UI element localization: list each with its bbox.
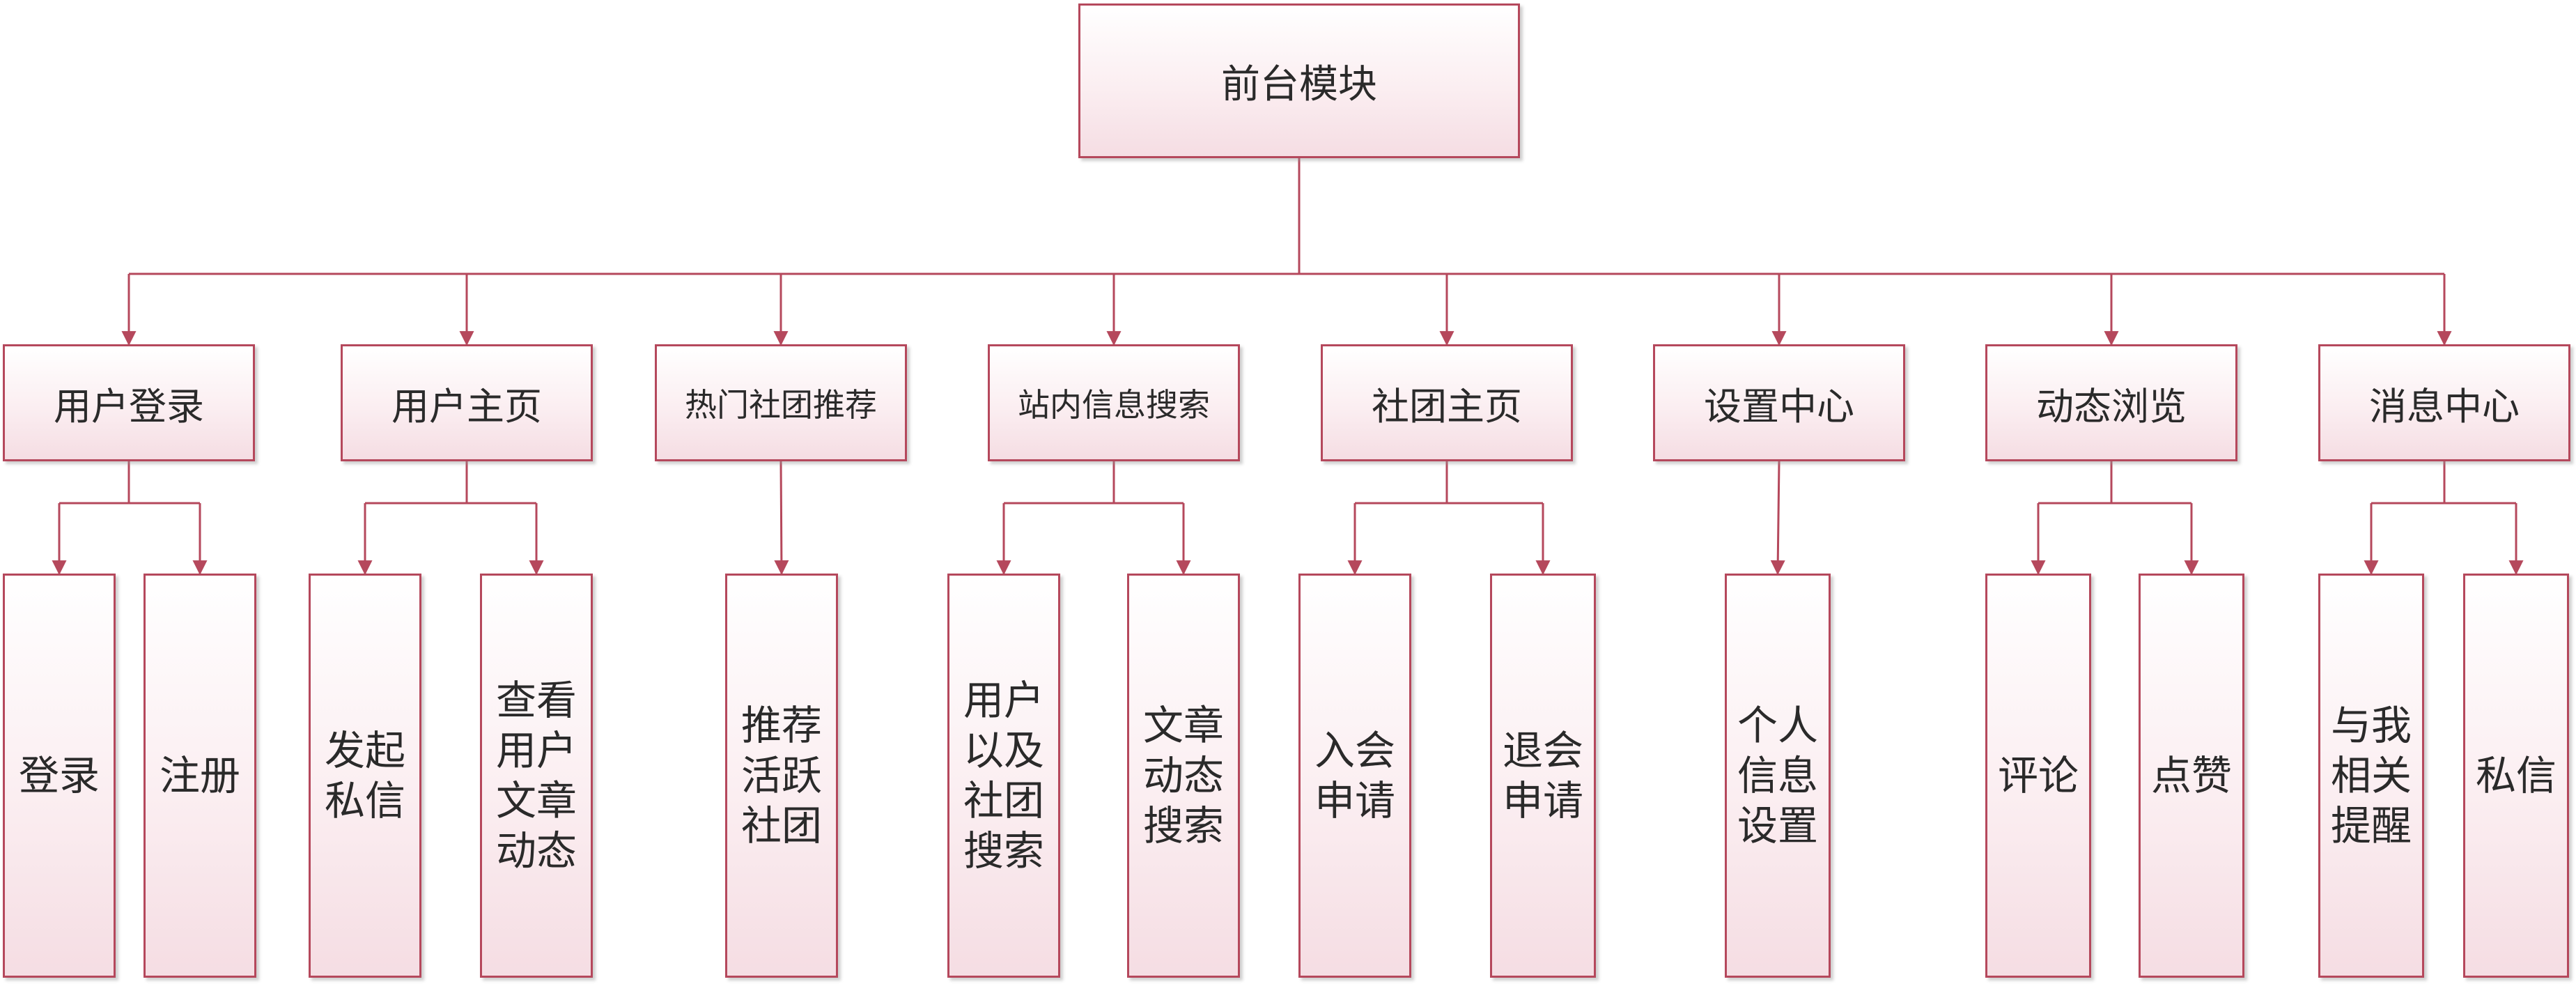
module-label: 动态浏览: [2036, 384, 2187, 429]
module-label: 站内信息搜索: [1018, 386, 1210, 424]
leaf-box-private-message: 私信: [2463, 574, 2569, 978]
leaf-label: 登录: [19, 752, 100, 799]
leaf-label: 用户以及社团搜索: [963, 677, 1045, 875]
module-label: 社团主页: [1372, 384, 1522, 429]
module-box-site-search: 站内信息搜索: [988, 344, 1240, 461]
module-label: 用户登录: [54, 384, 204, 429]
leaf-label: 推荐活跃社团: [741, 702, 823, 850]
root-module-label: 前台模块: [1221, 61, 1377, 107]
leaf-box-register: 注册: [143, 574, 256, 978]
leaf-box-personal-info-settings: 个人信息设置: [1725, 574, 1831, 978]
leaf-label: 查看用户文章动态: [496, 677, 577, 875]
leaf-box-join-request: 入会申请: [1298, 574, 1411, 978]
module-box-user-home: 用户主页: [341, 344, 593, 461]
leaf-box-recommend-active-clubs: 推荐活跃社团: [725, 574, 838, 978]
leaf-box-post-search: 文章动态搜索: [1127, 574, 1240, 978]
module-label: 用户主页: [391, 384, 542, 429]
module-box-settings-center: 设置中心: [1653, 344, 1905, 461]
leaf-label: 文章动态搜索: [1143, 702, 1225, 850]
module-box-hot-club-recommend: 热门社团推荐: [655, 344, 907, 461]
module-box-message-center: 消息中心: [2318, 344, 2570, 461]
leaf-label: 点赞: [2151, 752, 2233, 799]
level2-direct-arrow-2: [774, 461, 789, 576]
module-label: 热门社团推荐: [685, 386, 877, 424]
leaf-box-leave-request: 退会申请: [1490, 574, 1596, 978]
leaf-label: 评论: [1998, 752, 2079, 799]
module-box-feed-browse: 动态浏览: [1985, 344, 2237, 461]
leaf-label: 与我相关提醒: [2331, 702, 2412, 850]
module-box-user-login: 用户登录: [3, 344, 255, 461]
leaf-box-user-club-search: 用户以及社团搜索: [947, 574, 1060, 978]
leaf-box-send-private-message: 发起私信: [309, 574, 421, 978]
leaf-label: 发起私信: [325, 727, 406, 824]
leaf-box-login: 登录: [3, 574, 116, 978]
leaf-box-mentions-reminder: 与我相关提醒: [2318, 574, 2424, 978]
leaf-label: 个人信息设置: [1737, 702, 1819, 850]
leaf-label: 私信: [2476, 752, 2557, 799]
module-box-club-home: 社团主页: [1321, 344, 1573, 461]
leaf-label: 退会申请: [1503, 727, 1584, 824]
leaf-label: 入会申请: [1314, 727, 1396, 824]
module-label: 消息中心: [2369, 384, 2520, 429]
leaf-box-comment: 评论: [1985, 574, 2091, 978]
module-label: 设置中心: [1704, 384, 1854, 429]
root-module-box: 前台模块: [1078, 3, 1520, 158]
level2-direct-arrow-5: [1770, 461, 1785, 576]
leaf-label: 注册: [160, 752, 241, 799]
leaf-box-view-user-posts: 查看用户文章动态: [480, 574, 593, 978]
leaf-box-like: 点赞: [2139, 574, 2244, 978]
